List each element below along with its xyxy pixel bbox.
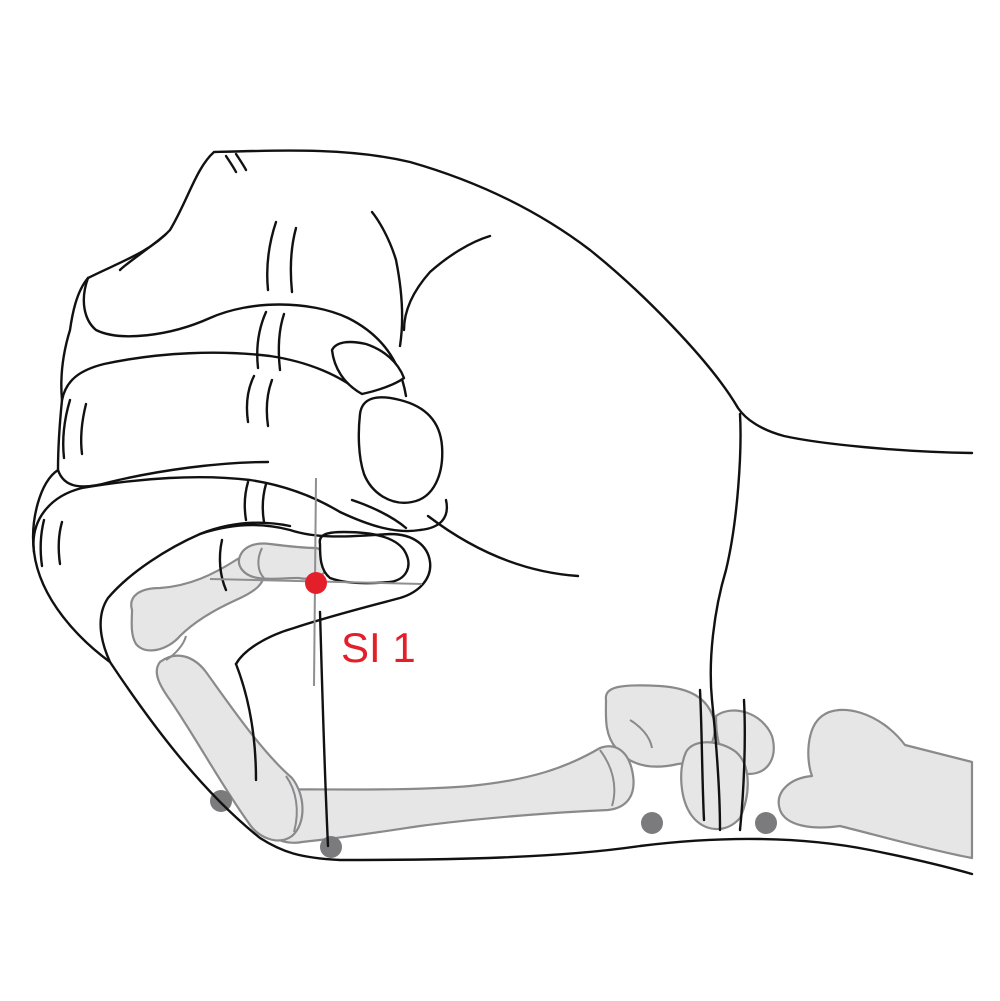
finger-mark: [80, 402, 88, 456]
fingernail: [357, 396, 444, 504]
knuckle-line: [234, 152, 248, 172]
finger-mark: [57, 520, 64, 566]
wrist-line: [698, 688, 706, 822]
finger-mark: [62, 398, 72, 460]
joint-line: [629, 719, 653, 749]
little-fingernail: [318, 530, 410, 585]
finger-mark: [218, 538, 228, 592]
finger-mark: [289, 226, 298, 294]
fingernail: [330, 340, 406, 396]
phalanx-bone: [155, 654, 304, 842]
ring-finger: [32, 476, 342, 554]
wrist-line: [709, 412, 742, 832]
hand-bones: [130, 542, 974, 860]
forearm-bone: [777, 708, 974, 860]
middle-finger: [60, 351, 362, 402]
hypothenar-line: [318, 610, 330, 848]
landmark-dot: [210, 790, 232, 812]
palm-edge-line: [99, 521, 292, 664]
landmark-dot: [755, 812, 777, 834]
joint-line: [599, 749, 616, 807]
hand-contour: [32, 149, 974, 876]
finger-mark: [243, 480, 250, 522]
finger-mark: [39, 518, 46, 568]
finger-mark: [261, 482, 268, 524]
hand-crease: [370, 210, 404, 348]
index-finger: [82, 276, 408, 398]
hand-crease: [338, 498, 449, 533]
finger-crease: [118, 232, 168, 272]
joint-line: [285, 775, 298, 833]
hand-outline: [32, 149, 974, 876]
little-finger: [198, 523, 432, 666]
bone-landmarks: [210, 790, 777, 858]
acupoint-dot: [305, 572, 327, 594]
finger-mark: [245, 374, 256, 424]
finger-mark: [256, 310, 268, 370]
metacarpal-bone: [253, 745, 635, 844]
acupoint-label: SI 1: [341, 624, 416, 671]
finger-mark: [265, 378, 274, 428]
finger-mark: [277, 312, 286, 372]
hypothenar-line: [234, 662, 258, 782]
wrist-line: [738, 698, 746, 832]
landmark-dot: [320, 836, 342, 858]
hand-crease: [402, 234, 492, 332]
carpal-bone: [680, 741, 749, 831]
middle-finger-underside: [56, 460, 270, 488]
landmark-dot: [641, 812, 663, 834]
hand-crease: [426, 514, 580, 578]
finger-mark: [266, 220, 278, 292]
joint-line: [257, 547, 265, 579]
knuckle-line: [224, 154, 238, 174]
joint-line: [165, 635, 187, 661]
acupoint-si1: SI 1: [305, 572, 416, 671]
little-finger-crease: [350, 498, 408, 530]
